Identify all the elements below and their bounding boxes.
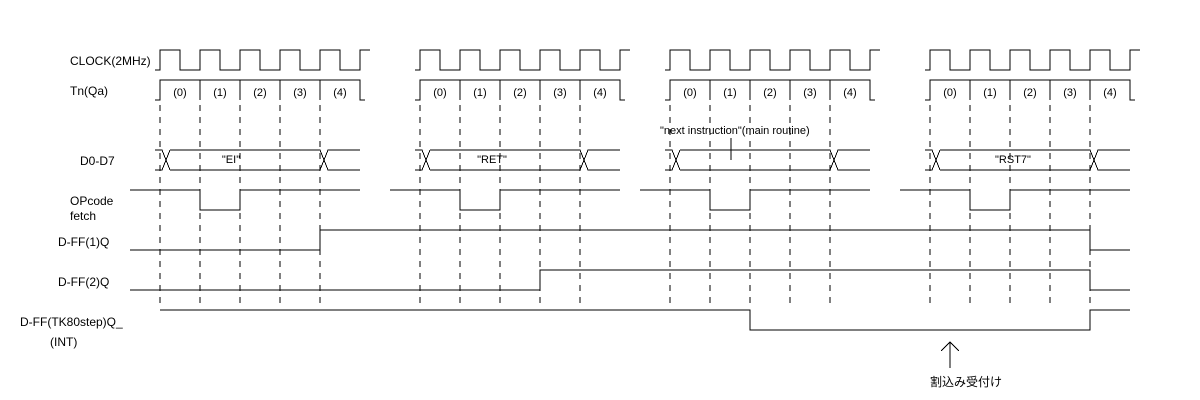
tn-label-2-4: (4): [593, 87, 606, 99]
dff-step-wave: [160, 309, 1130, 331]
opcode-fetch-wave-group-4: [900, 189, 1130, 211]
bus-content-group-2: "RET": [477, 154, 507, 166]
tn-label-3-0: (0): [683, 87, 696, 99]
tn-label-1-3: (3): [293, 87, 306, 99]
int-label: (INT): [50, 335, 77, 349]
t-state-guides: [159, 105, 1091, 305]
tn-wave-group-4: [925, 79, 1135, 101]
t-state-labels: (0) (1) (2) (3) (4) (0) (1) (2) (3) (4) (0) (1) (2) (…: [173, 87, 1116, 99]
tn-label-1-0: (0): [173, 87, 186, 99]
opcode-fetch-wave-group-1: [130, 189, 360, 211]
next-instruction-note: "next instruction"(main routine): [660, 125, 810, 137]
tn-label-4-3: (3): [1063, 87, 1076, 99]
tn-wave-group-1: [155, 79, 365, 101]
tn-label-4-1: (1): [983, 87, 996, 99]
clock-label: CLOCK(2MHz): [70, 54, 151, 68]
data-bus-wave-group-4: [925, 149, 1130, 171]
tn-label: Tn(Qa): [70, 84, 108, 98]
clock-wave-group-1: [155, 49, 370, 71]
opcode-fetch-wave-group-3: [640, 189, 870, 211]
dff1-wave: [130, 229, 1130, 251]
tn-label-1-4: (4): [333, 87, 346, 99]
clock-wave-group-4: [925, 49, 1140, 71]
tn-label-2-3: (3): [553, 87, 566, 99]
opcode-fetch-label-2: fetch: [70, 209, 96, 223]
waveforms: [130, 49, 1140, 331]
tn-label-2-0: (0): [433, 87, 446, 99]
opcode-fetch-label-1: OPcode: [70, 194, 114, 208]
tn-label-3-4: (4): [843, 87, 856, 99]
data-bus-label: D0-D7: [80, 154, 115, 168]
clock-wave-group-2: [415, 49, 630, 71]
interrupt-accept-label: 割込み受付け: [930, 374, 1002, 389]
tn-label-1-1: (1): [213, 87, 226, 99]
tn-label-3-2: (2): [763, 87, 776, 99]
dff1-label: D-FF(1)Q: [58, 235, 109, 249]
tn-label-4-2: (2): [1023, 87, 1036, 99]
opcode-fetch-wave-group-2: [390, 189, 620, 211]
tn-label-2-2: (2): [513, 87, 526, 99]
bus-content-group-1: "EI": [222, 154, 240, 166]
tn-label-1-2: (2): [253, 87, 266, 99]
bus-content-group-4: "RST7": [995, 154, 1031, 166]
interrupt-accept-arrow: [940, 341, 960, 368]
tn-label-4-4: (4): [1103, 87, 1116, 99]
dff-step-label: D-FF(TK80step)Q_: [20, 315, 123, 329]
tn-wave-group-2: [415, 79, 625, 101]
tn-label-4-0: (0): [943, 87, 956, 99]
tn-wave-group-3: [665, 79, 875, 101]
data-bus-wave-group-2: [415, 149, 620, 171]
clock-wave-group-3: [665, 49, 880, 71]
dff2-wave: [130, 269, 1130, 291]
data-bus-wave-group-3: [665, 149, 870, 171]
dff2-label: D-FF(2)Q: [58, 275, 109, 289]
data-bus-wave-group-1: [155, 149, 360, 171]
tn-label-2-1: (1): [473, 87, 486, 99]
tn-label-3-3: (3): [803, 87, 816, 99]
tn-label-3-1: (1): [723, 87, 736, 99]
